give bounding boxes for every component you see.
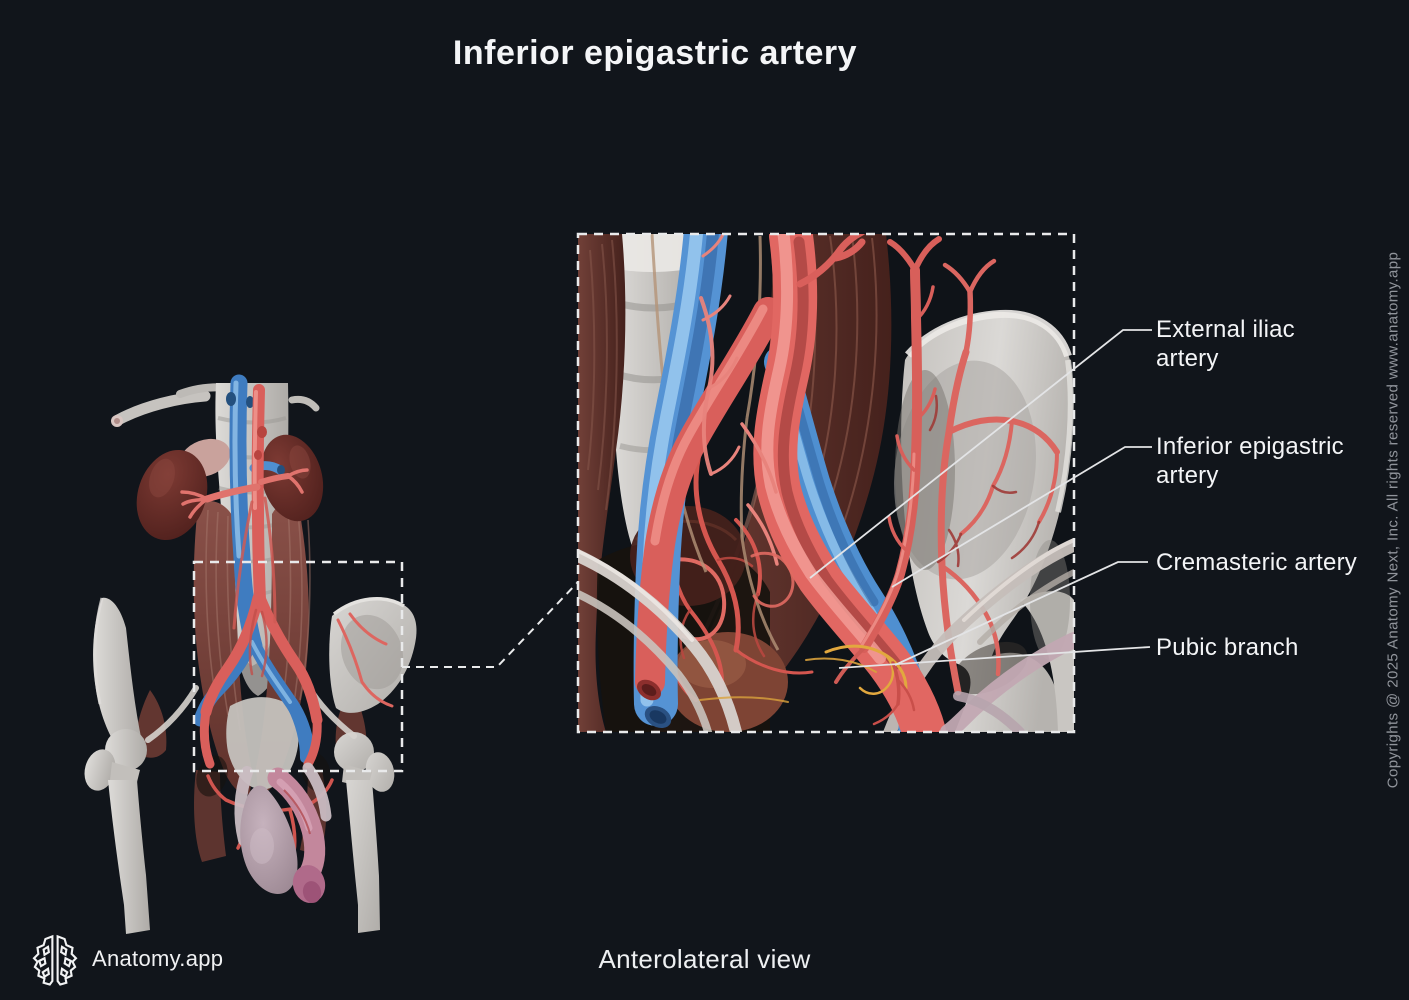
- label-line: Inferior epigastric: [1156, 433, 1344, 460]
- inset-bone-artery-network: [928, 258, 1060, 696]
- inset-cut-vessel-ends: [636, 679, 672, 729]
- zoom-connector-line: [402, 581, 579, 668]
- inset-small-arteries: [699, 234, 866, 684]
- inset-inferior-epigastric-artery: [859, 236, 942, 653]
- leader-external-iliac-artery: [809, 329, 1152, 579]
- leader-cremasteric-artery: [894, 561, 1148, 666]
- label-external-iliac-artery: External iliac artery: [1156, 315, 1295, 373]
- ribs: [111, 383, 320, 427]
- inset-pubic-branch-vessel: [699, 644, 908, 703]
- copyright-text: Copyrights @ 2025 Anatomy Next, Inc. All…: [1384, 251, 1402, 789]
- leader-lines: [809, 329, 1152, 669]
- label-inferior-epigastric-artery: Inferior epigastric artery: [1156, 432, 1344, 490]
- inset-nerve-cords: [578, 548, 742, 732]
- label-line: External iliac: [1156, 316, 1295, 343]
- inset-cremasteric-artery: [872, 661, 916, 726]
- label-cremasteric-artery: Cremasteric artery: [1156, 548, 1357, 577]
- label-line: Cremasteric artery: [1156, 549, 1357, 576]
- genitalia: [234, 762, 332, 903]
- inset-figure: [578, 234, 1074, 732]
- inset-external-iliac-artery: [753, 234, 946, 732]
- overview-figure: [84, 374, 417, 934]
- page-title: Inferior epigastric artery: [452, 34, 858, 72]
- label-line: Pubic branch: [1156, 634, 1299, 661]
- brain-icon: [32, 934, 78, 986]
- inset-border: [576, 232, 1076, 734]
- inset-left-muscle: [578, 234, 626, 732]
- leader-pubic-branch: [838, 646, 1151, 669]
- femurs: [84, 729, 395, 934]
- brand-name: Anatomy.app: [92, 946, 224, 971]
- view-caption: Anterolateral view: [598, 944, 811, 974]
- label-pubic-branch: Pubic branch: [1156, 633, 1299, 662]
- leader-inferior-epigastric-artery: [891, 446, 1152, 588]
- label-line: artery: [1156, 462, 1219, 489]
- label-line: artery: [1156, 345, 1219, 372]
